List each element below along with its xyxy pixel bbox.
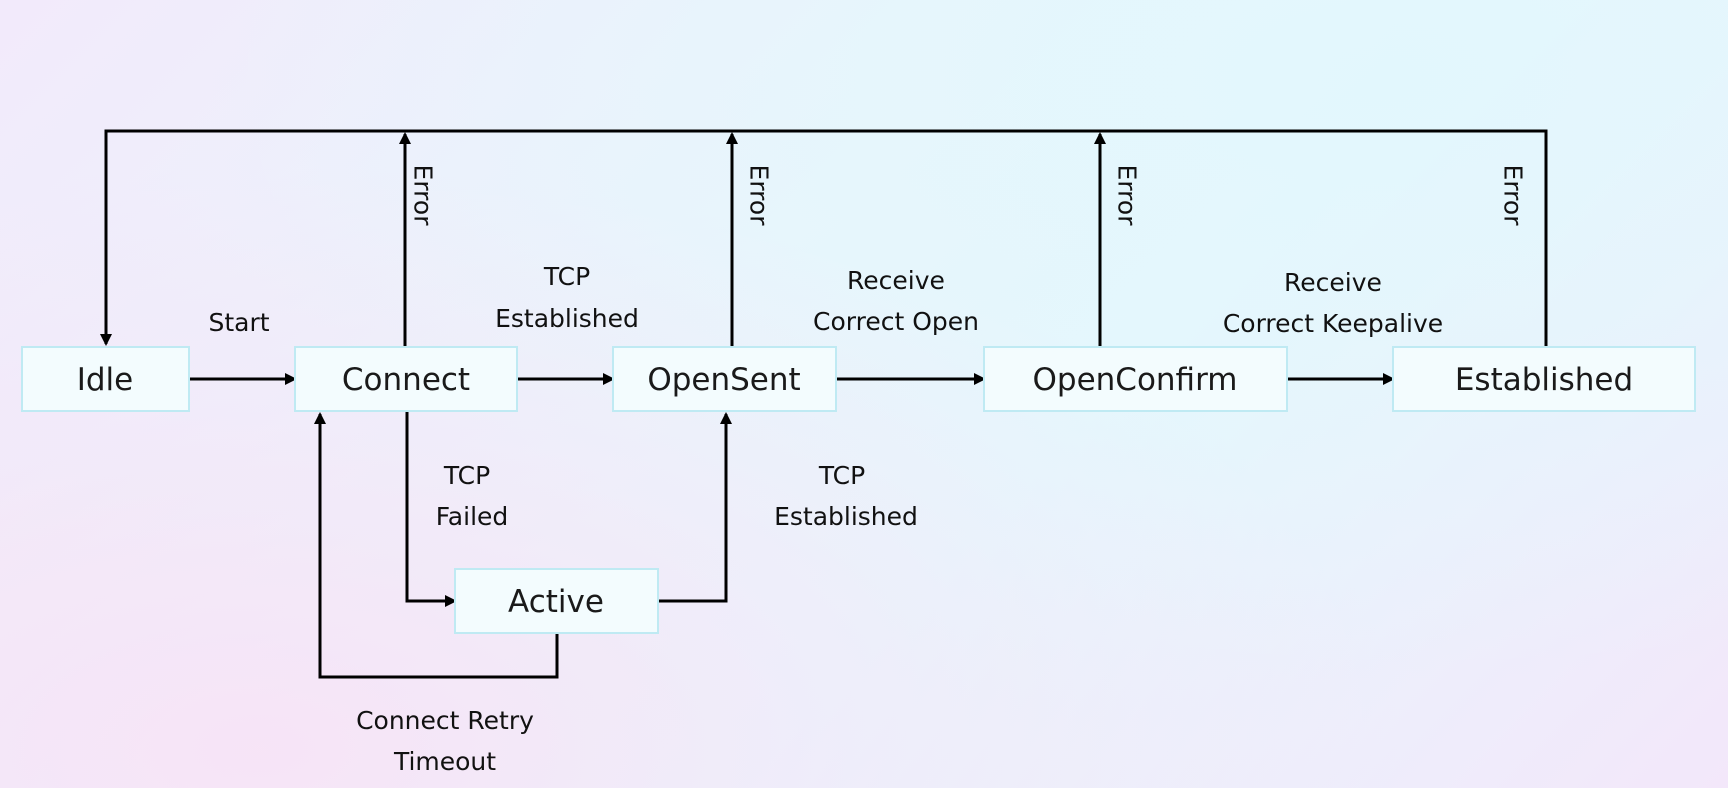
state-opensent: OpenSent: [612, 346, 837, 412]
label-tcp-established-bottom-line2: Established: [774, 502, 918, 531]
label-start: Start: [208, 308, 269, 337]
state-connect: Connect: [294, 346, 518, 412]
edges: [100, 129, 1548, 679]
state-active: Active: [454, 568, 659, 634]
label-receive-open-line1: Receive: [847, 266, 945, 295]
state-idle: Idle: [21, 346, 190, 412]
edge-error-bus-to-idle: [100, 129, 1548, 346]
edge-active-to-opensent: [658, 412, 732, 603]
states: Idle Connect OpenSent OpenConfirm Establ…: [21, 346, 1696, 634]
label-tcp-established-top-line2: Established: [495, 304, 639, 333]
state-openconfirm-label: OpenConfirm: [1033, 362, 1238, 398]
state-established: Established: [1392, 346, 1696, 412]
state-idle-label: Idle: [77, 362, 134, 398]
label-connect-retry-line2: Timeout: [393, 747, 496, 776]
state-opensent-label: OpenSent: [647, 362, 800, 398]
label-receive-keepalive-line1: Receive: [1284, 268, 1382, 297]
label-tcp-established-bottom-line1: TCP: [818, 461, 865, 490]
label-connect-retry-line1: Connect Retry: [356, 706, 534, 735]
label-receive-keepalive-line2: Correct Keepalive: [1223, 309, 1443, 338]
label-receive-open-line2: Correct Open: [813, 307, 979, 336]
label-error-openconfirm: Error: [1113, 165, 1142, 227]
state-established-label: Established: [1455, 362, 1633, 398]
state-connect-label: Connect: [342, 362, 470, 398]
state-openconfirm: OpenConfirm: [983, 346, 1288, 412]
state-active-label: Active: [508, 584, 604, 620]
label-error-established: Error: [1499, 165, 1528, 227]
label-tcp-failed-line2: Failed: [436, 502, 509, 531]
edge-labels: Start TCP Established Receive Correct Op…: [208, 165, 1527, 776]
label-tcp-failed-line1: TCP: [443, 461, 490, 490]
edge-connect-to-active: [405, 412, 457, 607]
label-error-connect: Error: [409, 165, 438, 227]
label-tcp-established-top-line1: TCP: [543, 262, 590, 291]
edge-active-to-connect: [314, 412, 559, 679]
label-error-opensent: Error: [745, 165, 774, 227]
